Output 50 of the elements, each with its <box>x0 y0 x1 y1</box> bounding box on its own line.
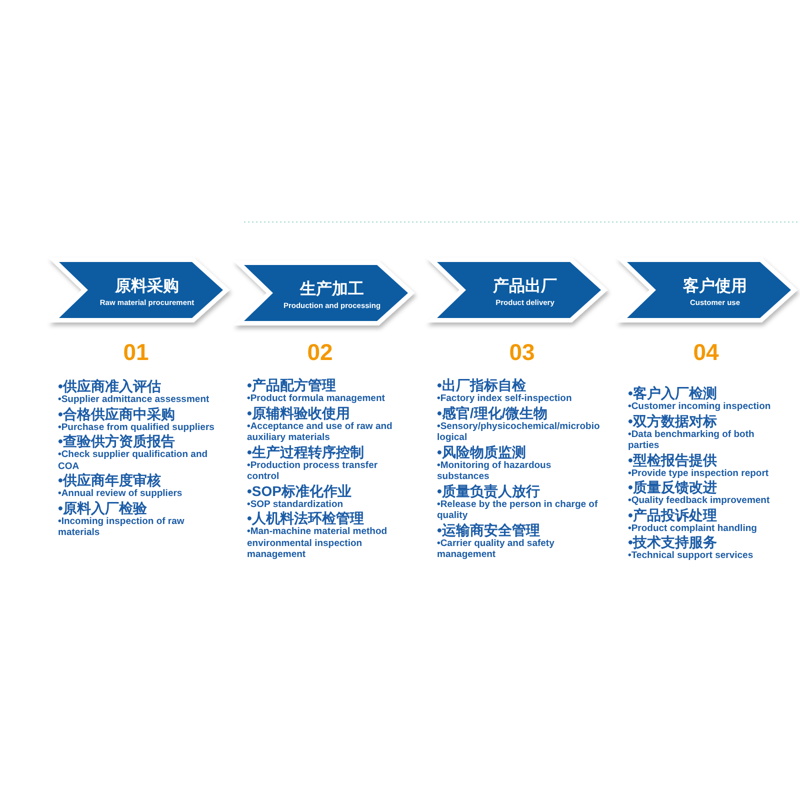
item-title: •产品投诉处理 <box>628 506 718 522</box>
item-description: •Man-machine material method environmental inspection management <box>247 526 388 560</box>
item-title: •原料入厂检验 <box>58 500 148 516</box>
item-description: •Release by the person in charge of quality <box>437 498 599 522</box>
item-description: •Quality feedback improvement <box>628 495 771 506</box>
step-title: 生产加工 <box>298 281 365 299</box>
item-description: •Acceptance and use of raw and auxiliary materials <box>247 420 394 444</box>
item-description: •Product formula management <box>247 393 386 404</box>
item-description: •Data benchmarking of both parties <box>628 428 756 452</box>
item-description: •Provide type inspection report <box>628 468 770 479</box>
step-title: 客户使用 <box>682 278 748 296</box>
item-description: •Monitoring of hazardous substances <box>437 460 552 482</box>
item-title: •运输商安全管理 <box>437 522 541 538</box>
item-title: •型检报告提供 <box>628 452 718 468</box>
item-title: •供应商准入评估 <box>58 378 162 394</box>
item-description: •Carrier quality and safety management <box>437 538 556 560</box>
item-description: •Sensory/physicochemical/microbiological <box>437 420 601 444</box>
item-description: •Purchase from qualified suppliers <box>58 422 216 433</box>
item-description: •Incoming inspection of raw materials <box>58 516 186 538</box>
item-title: •双方数据对标 <box>628 412 718 428</box>
item-title: •质量负责人放行 <box>437 482 541 498</box>
item-title: •质量反馈改进 <box>628 479 718 495</box>
item-description: •Product complaint handling <box>628 522 758 534</box>
step-number: 03 <box>508 339 536 365</box>
step-number: 02 <box>306 339 334 365</box>
item-description: •Annual review of suppliers <box>58 488 184 500</box>
item-description: •Customer incoming inspection <box>628 401 772 412</box>
step-title: 原料采购 <box>114 278 180 296</box>
item-title: •合格供应商中采购 <box>58 406 176 422</box>
item-title: •产品配方管理 <box>247 377 337 393</box>
item-description: •Factory index self-inspection <box>437 393 573 404</box>
item-description: •Check supplier qualification and COA <box>58 449 209 472</box>
item-description: •Supplier admittance assessment <box>58 394 210 406</box>
item-title: •供应商年度审核 <box>58 472 162 488</box>
step-title: 产品出厂 <box>492 278 558 296</box>
item-title: •感官/理化/微生物 <box>437 404 549 420</box>
item-title: •查验供方资质报告 <box>58 433 176 449</box>
item-description: •SOP standardization <box>247 498 344 510</box>
item-title: •原辅料验收使用 <box>247 404 351 420</box>
item-title: •SOP标准化作业 <box>247 482 352 498</box>
item-description: •Technical support services <box>628 550 754 562</box>
item-title: •风险物质监测 <box>437 444 527 460</box>
item-title: •生产过程转序控制 <box>247 444 365 460</box>
item-title: •技术支持服务 <box>628 534 718 550</box>
step-number: 01 <box>122 339 150 365</box>
step-number: 04 <box>692 339 720 365</box>
item-title: •客户入厂检测 <box>628 385 718 401</box>
item-title: •出厂指标自检 <box>437 377 527 393</box>
item-description: •Production process transfer control <box>247 460 379 482</box>
item-title: •人机料法环检管理 <box>247 510 365 526</box>
